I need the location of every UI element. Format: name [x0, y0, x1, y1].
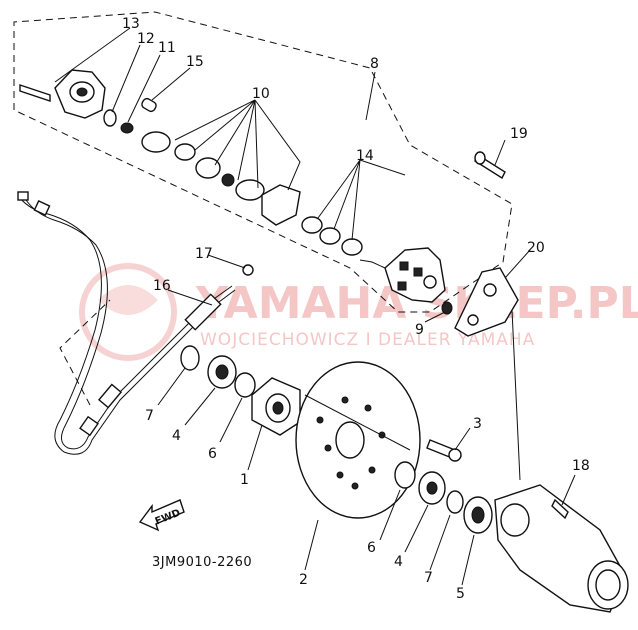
callout-13: 13 — [122, 16, 140, 32]
callouts: 13 12 11 15 8 10 19 14 17 16 20 9 7 4 6 … — [122, 16, 590, 602]
seal-a — [174, 143, 196, 161]
callout-4-left: 4 — [172, 428, 181, 444]
callout-20: 20 — [527, 240, 545, 256]
oring-12 — [103, 109, 117, 127]
caliper-body — [359, 247, 446, 303]
callout-16: 16 — [153, 278, 171, 294]
callout-19: 19 — [510, 126, 528, 142]
callout-7-left: 7 — [145, 408, 154, 424]
callout-3: 3 — [473, 416, 482, 432]
seal-6a — [234, 372, 256, 398]
axle-housing — [494, 484, 629, 613]
forward-arrow: FWD — [138, 499, 185, 532]
callout-7-right: 7 — [424, 570, 433, 586]
callout-5: 5 — [456, 586, 465, 602]
callout-6-left: 6 — [208, 446, 217, 462]
cup-10 — [235, 179, 265, 201]
callout-4-right: 4 — [394, 554, 403, 570]
callout-6-right: 6 — [367, 540, 376, 556]
oring-7a — [180, 345, 200, 371]
diagram-code: 3JM9010-2260 — [152, 555, 252, 570]
brake-hose — [17, 191, 236, 455]
piston-a — [141, 131, 171, 153]
seal-b — [195, 157, 221, 179]
callout-12: 12 — [137, 31, 155, 47]
watermark-subtitle: WOJCIECHOWICZ I DEALER YAMAHA — [200, 330, 535, 350]
bleeder-17 — [242, 264, 254, 276]
oring-7b — [446, 490, 464, 514]
assembly-outline-8 — [13, 11, 513, 313]
callout-2: 2 — [299, 572, 308, 588]
spring-10 — [221, 173, 235, 187]
oring-14a — [301, 216, 323, 234]
hub-1 — [251, 377, 301, 436]
callout-8: 8 — [370, 56, 379, 72]
callout-14: 14 — [356, 148, 374, 164]
callout-10: 10 — [252, 86, 270, 102]
piston-14 — [341, 238, 363, 256]
leader-lines — [54, 27, 576, 586]
pin-15 — [141, 97, 157, 113]
callout-11: 11 — [158, 40, 176, 56]
brake-disc-2 — [295, 361, 421, 519]
gasket-10 — [261, 184, 301, 226]
master-cylinder-cap — [19, 69, 106, 119]
callout-18: 18 — [572, 458, 590, 474]
callout-17: 17 — [195, 246, 213, 262]
callout-9: 9 — [415, 322, 424, 338]
bolt-19-head — [474, 151, 486, 165]
callout-15: 15 — [186, 54, 204, 70]
screw-9 — [441, 301, 453, 315]
oring-14b — [319, 227, 341, 245]
washer-11 — [120, 122, 134, 134]
callout-1: 1 — [240, 472, 249, 488]
seal-6b — [394, 461, 416, 489]
